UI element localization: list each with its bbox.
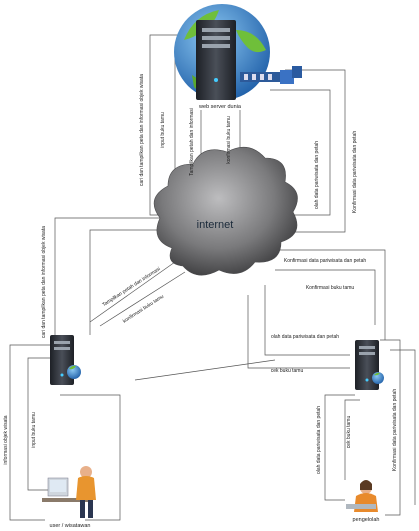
flow-label-konfirmasi-data-admin: Konfirmasi data pariwisata dan petah bbox=[284, 258, 366, 264]
flow-label-cari-user: cari dan tampilkan peta dan informasi ob… bbox=[41, 226, 47, 338]
user-node: user / wisatawan bbox=[42, 335, 96, 529]
person-laptop-icon bbox=[346, 480, 378, 512]
user-label: user / wisatawan bbox=[50, 523, 91, 529]
admin-label: pengelolah bbox=[353, 517, 380, 523]
flow-label-olah-data-right: olah data pariwisata dan petah bbox=[314, 141, 320, 209]
flow-label-olah-data-local: olah data pariwisata dan petah bbox=[316, 406, 322, 474]
server-label: web server dunia bbox=[198, 104, 242, 110]
cloud-icon bbox=[153, 146, 298, 276]
flow-label-cek-buku-tamu: cek buku tamu bbox=[271, 368, 304, 374]
flow-label-konfirmasi-buku-tamu-top: konfirmasi buku tamu bbox=[226, 116, 232, 164]
flow-label-informasi-objek: informasi objek wisata bbox=[3, 415, 9, 464]
flow-label-olah-data-admin: olah data pariwisata dan petah bbox=[271, 334, 339, 340]
globe-icon bbox=[67, 365, 81, 379]
web-server-node: web server dunia bbox=[174, 4, 302, 110]
globe-icon bbox=[372, 372, 384, 384]
connector-lines bbox=[9, 34, 416, 521]
flow-label-cek-buku-local: cek buku tamu bbox=[346, 416, 352, 449]
flow-label-konfirmasi-data-right: Konfirmasi data pariwisata dan petah bbox=[352, 131, 358, 213]
internet-cloud: internet bbox=[153, 146, 298, 276]
server-icon bbox=[196, 20, 236, 100]
internet-label: internet bbox=[197, 219, 234, 231]
flow-label-cari-server: cari dan tampilkan peta dan informasi ob… bbox=[139, 74, 145, 186]
flow-label-konfirmasi-buku-admin: Konfirmasi buku tamu bbox=[306, 285, 355, 291]
flow-label-input-buku-tamu-top: input buku tamu bbox=[160, 112, 166, 148]
cable-icon bbox=[240, 66, 302, 84]
admin-node: pengelolah bbox=[346, 340, 384, 523]
person-computer-icon bbox=[42, 466, 96, 518]
flow-label-tampilkan-peta-top: Tampilkan petah dan informasi bbox=[189, 108, 195, 176]
flow-label-input-buku-user: input buku tamu bbox=[31, 412, 37, 448]
flow-label-konfirmasi-data-local: Konfirmasi data pariwisata dan petah bbox=[392, 389, 398, 471]
